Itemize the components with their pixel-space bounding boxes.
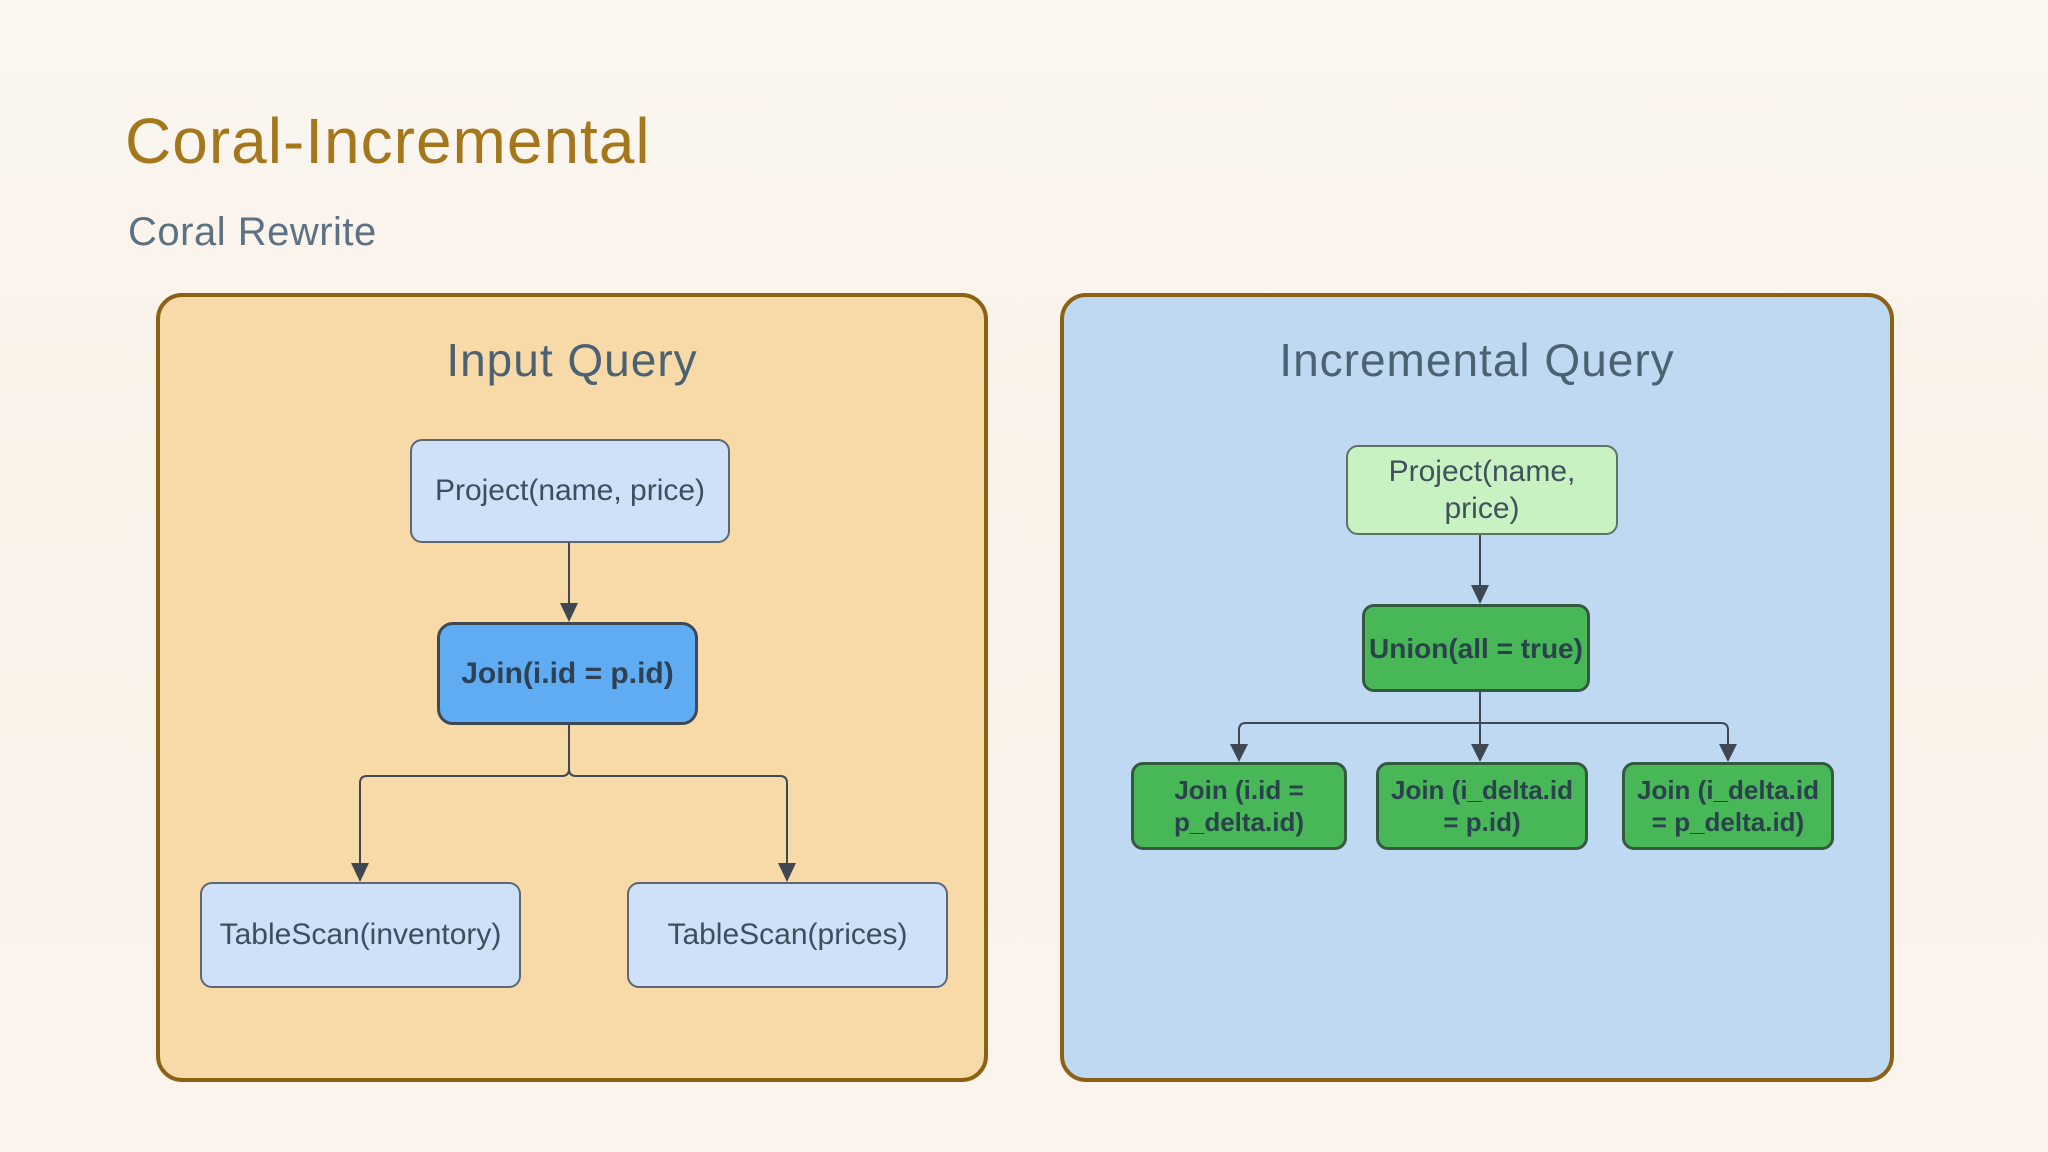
node-join-idelta-pdelta: Join (i_delta.id = p_delta.id)	[1622, 762, 1834, 850]
incremental-query-panel-title: Incremental Query	[1279, 334, 1675, 386]
node-project: Project(name, price)	[410, 439, 730, 543]
node-join-idelta-p: Join (i_delta.id = p.id)	[1376, 762, 1588, 850]
node-tablescan-prices: TableScan(prices)	[627, 882, 948, 988]
incremental-query-panel: Incremental Query Project(name, price) U…	[1060, 293, 1894, 1082]
page-subtitle: Coral Rewrite	[128, 210, 377, 254]
node-union: Union(all = true)	[1362, 604, 1590, 692]
node-project-incremental: Project(name, price)	[1346, 445, 1618, 535]
node-tablescan-inventory: TableScan(inventory)	[200, 882, 521, 988]
node-join: Join(i.id = p.id)	[437, 622, 698, 725]
node-join-i-pdelta: Join (i.id = p_delta.id)	[1131, 762, 1347, 850]
input-query-panel-title: Input Query	[446, 334, 698, 386]
input-query-panel: Input Query Project(name, price) Join(i.…	[156, 293, 988, 1082]
page-title: Coral-Incremental	[125, 105, 651, 177]
